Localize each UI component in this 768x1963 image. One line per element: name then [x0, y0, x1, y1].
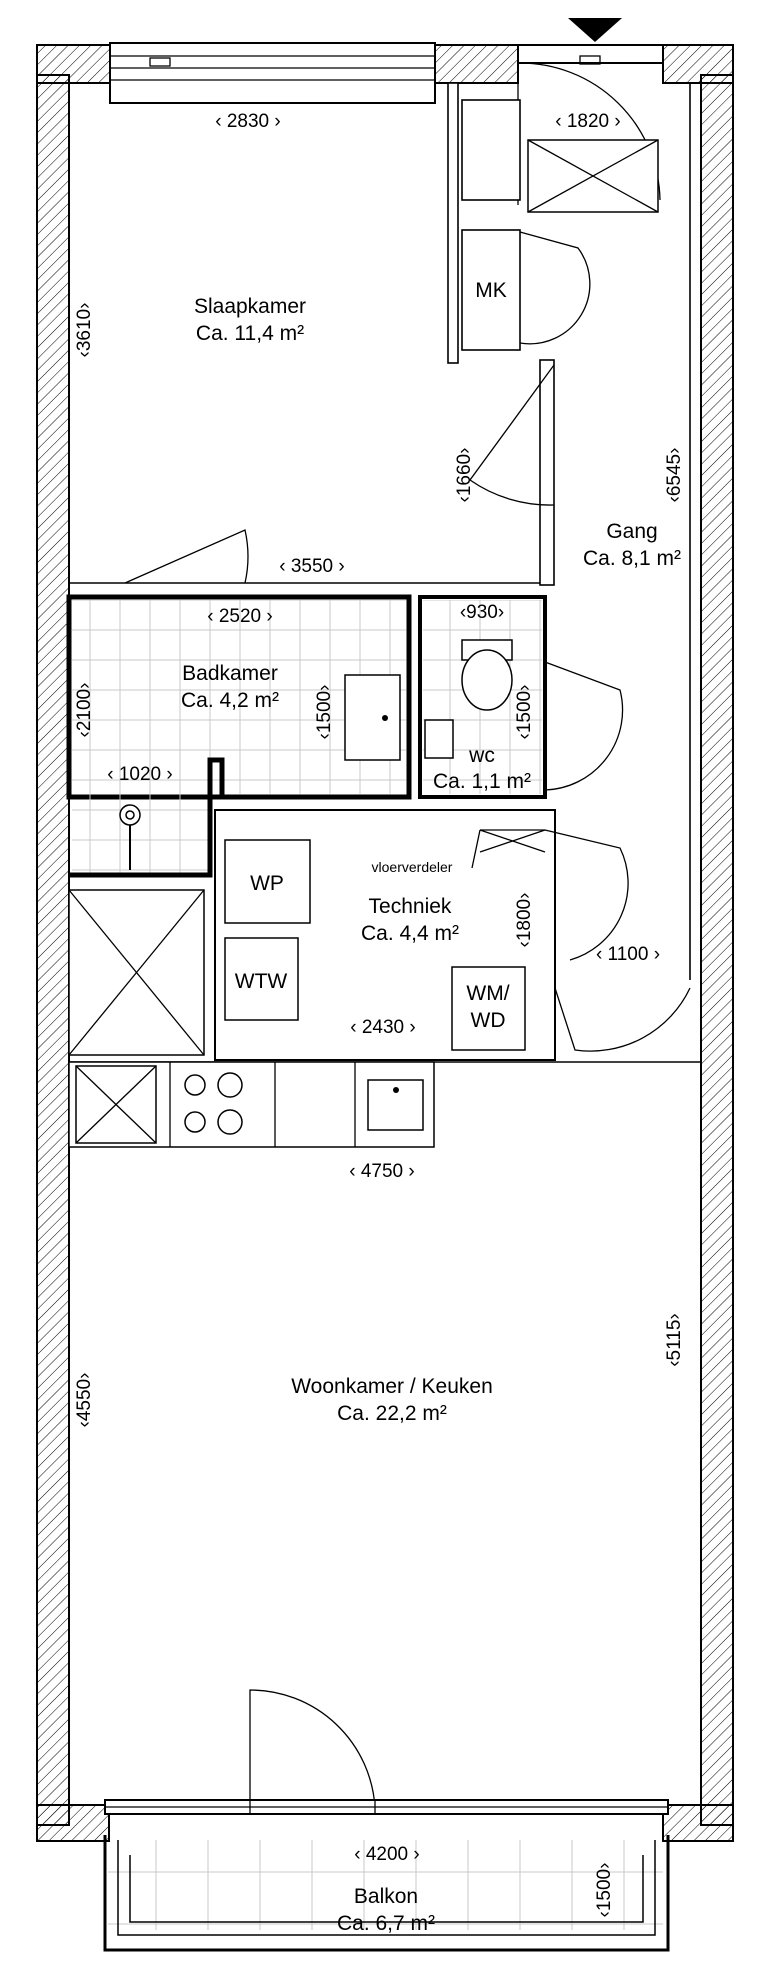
equipment-labels: MK WP WTW WM/ WD vloerverdeler: [235, 279, 510, 1032]
dim-hall-width: ‹ 3550 ›: [279, 556, 344, 577]
mk-label: MK: [475, 279, 507, 302]
wc-area: Ca. 1,1 m²: [433, 770, 531, 793]
dim-badkamer-width: ‹ 2520 ›: [207, 606, 272, 627]
dim-gang-length: ‹6545›: [664, 448, 685, 503]
dim-woonkamer-depth: ‹4550›: [74, 1373, 95, 1428]
dimension-labels: ‹ 2830 › ‹ 1820 › ‹3610› ‹1660› ‹6545› ‹…: [74, 111, 685, 1917]
wc-washbasin: [424, 719, 454, 759]
dim-wc-depth: ‹1500›: [514, 685, 535, 740]
shower-tiles: [72, 760, 212, 875]
entrance-arrow: [568, 18, 622, 42]
wtw-label: WTW: [235, 970, 288, 993]
balcony-window: [104, 1799, 669, 1815]
dim-techniek-depth: ‹1800›: [514, 893, 535, 948]
balkon-tiles: [108, 1840, 663, 1930]
dim-shower-width: ‹ 1020 ›: [107, 764, 172, 785]
dim-techniek-width: ‹ 2430 ›: [350, 1017, 415, 1038]
dim-slaapkamer-width: ‹ 2830 ›: [215, 111, 280, 132]
shower-head: [119, 804, 141, 870]
toilet: [461, 639, 513, 711]
exterior-walls: [36, 44, 734, 1842]
shower-outline: [69, 757, 225, 878]
dim-balkon-depth: ‹1500›: [594, 1863, 615, 1918]
woonkamer-area: Ca. 22,2 m²: [337, 1402, 447, 1425]
techniek-area: Ca. 4,4 m²: [361, 922, 459, 945]
wm-label-line1: WM/: [466, 982, 509, 1005]
dim-wc-width: ‹930›: [460, 602, 504, 623]
vloerverdeler-label: vloerverdeler: [372, 859, 453, 875]
dim-slaapkamer-partition: ‹1660›: [454, 448, 475, 503]
dim-woonkamer-width: ‹ 4750 ›: [349, 1161, 414, 1182]
wtw-box: [224, 937, 299, 1021]
dim-badkamer-depth: ‹2100›: [74, 683, 95, 738]
slaapkamer-name: Slaapkamer: [194, 295, 306, 318]
woonkamer-name: Woonkamer / Keuken: [291, 1375, 493, 1398]
dim-entry-width: ‹ 1820 ›: [555, 111, 620, 132]
balkon-name: Balkon: [354, 1885, 418, 1908]
kitchen-counter: [68, 1061, 435, 1148]
slaapkamer-area: Ca. 11,4 m²: [196, 322, 304, 345]
vloerverdeler-leader: [471, 829, 546, 869]
interior-doors: [124, 231, 691, 1809]
wm-label-line2: WD: [471, 1009, 506, 1032]
wm-box: [451, 966, 526, 1051]
interior-walls: [66, 82, 701, 1063]
dim-gang-width: ‹ 1100 ›: [596, 944, 660, 965]
balcony-railing: [103, 1835, 670, 1952]
bath-washbasin: [344, 674, 401, 761]
badkamer-name: Badkamer: [182, 662, 278, 685]
wc-name: wc: [468, 744, 495, 767]
dim-badkamer-inner: ‹1500›: [314, 685, 335, 740]
techniek-name: Techniek: [369, 895, 452, 918]
dim-balkon-width: ‹ 4200 ›: [354, 1844, 419, 1865]
cupboard-x: [68, 889, 205, 1056]
dim-slaapkamer-depth: ‹3610›: [74, 303, 95, 358]
room-labels: Slaapkamer Ca. 11,4 m² Gang Ca. 8,1 m² B…: [181, 295, 681, 1935]
gang-name: Gang: [606, 520, 657, 543]
balkon-area: Ca. 6,7 m²: [337, 1912, 435, 1935]
dim-woonkamer-side: ‹5115›: [664, 1313, 685, 1367]
top-window: [109, 42, 436, 104]
wp-box: [224, 839, 311, 924]
entry-box-x: [527, 139, 659, 213]
gang-area: Ca. 8,1 m²: [583, 547, 681, 570]
badkamer-area: Ca. 4,2 m²: [181, 689, 279, 712]
wp-label: WP: [250, 872, 284, 895]
